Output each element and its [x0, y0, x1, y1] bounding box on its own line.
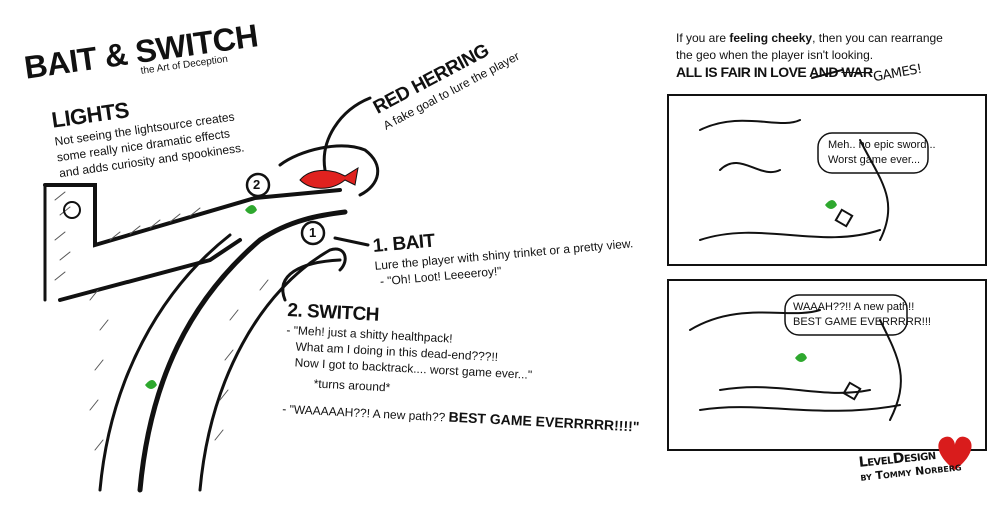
speech-bubble-text-2: WAAAH??!! A new path!! BEST GAME EVERRRR…: [793, 300, 931, 330]
heart-icon: [938, 436, 972, 470]
panel-before: [667, 94, 987, 266]
path-wall: [198, 247, 347, 492]
panel-rocks: [689, 309, 902, 421]
bubble-line: Worst game ever...: [828, 154, 921, 166]
marker-two: 2: [253, 177, 260, 192]
path-wall: [98, 233, 232, 492]
arrow-red-herring: [322, 96, 372, 172]
bubble-line: Meh.. no epic sword...: [828, 139, 936, 151]
sword-crate: [834, 208, 854, 228]
arrow-switch: [281, 258, 342, 302]
arrow-bait: [333, 236, 370, 247]
cheeky-line-2: the geo when the player isn't looking.: [676, 48, 874, 62]
corridor-wall: [58, 238, 242, 302]
cheeky-line-1: If you are feeling cheeky, then you can …: [676, 30, 943, 47]
speech-bubble-2: [784, 294, 908, 336]
healthpack-icon: [795, 353, 807, 362]
cheeky-motto: ALL IS FAIR IN LOVE AND WARGAMES!: [676, 62, 943, 85]
speech-bubble-1: [817, 132, 929, 174]
bubble-line: BEST GAME EVERRRRR!!!: [793, 316, 931, 328]
switch-section: 2. SWITCH - "Meh! just a shitty healthpa…: [282, 300, 645, 436]
corridor-wall: [43, 183, 342, 248]
bubble-line: WAAAH??!! A new path!!: [793, 301, 915, 313]
speech-bubble-text-1: Meh.. no epic sword... Worst game ever..…: [828, 138, 936, 168]
panel-after: [667, 279, 987, 451]
hatching: [54, 191, 269, 451]
healthpack-icon: [245, 205, 257, 214]
sword-crate: [842, 381, 862, 401]
path-wall: [137, 209, 348, 493]
red-herring-fish: [299, 166, 359, 189]
panel-rocks: [699, 119, 890, 241]
cheeky-bold: feeling cheeky: [729, 31, 813, 45]
motto-struck-word: WAR: [841, 64, 873, 80]
healthpack-icon: [145, 380, 157, 389]
marker-one-circle: [300, 220, 326, 246]
cheeky-section: If you are feeling cheeky, then you can …: [676, 30, 943, 85]
lightbulb-icon: [63, 201, 81, 219]
cheeky-pre: If you are: [676, 31, 730, 45]
motto-text: ALL IS FAIR IN LOVE AND: [676, 64, 842, 80]
marker-two-circle: [245, 172, 271, 198]
arrow-red-herring: [278, 144, 380, 197]
marker-one: 1: [309, 225, 316, 240]
cheeky-post: , then you can rearrange: [812, 31, 943, 45]
healthpack-icon: [825, 200, 837, 209]
strikethrough: [811, 69, 843, 79]
